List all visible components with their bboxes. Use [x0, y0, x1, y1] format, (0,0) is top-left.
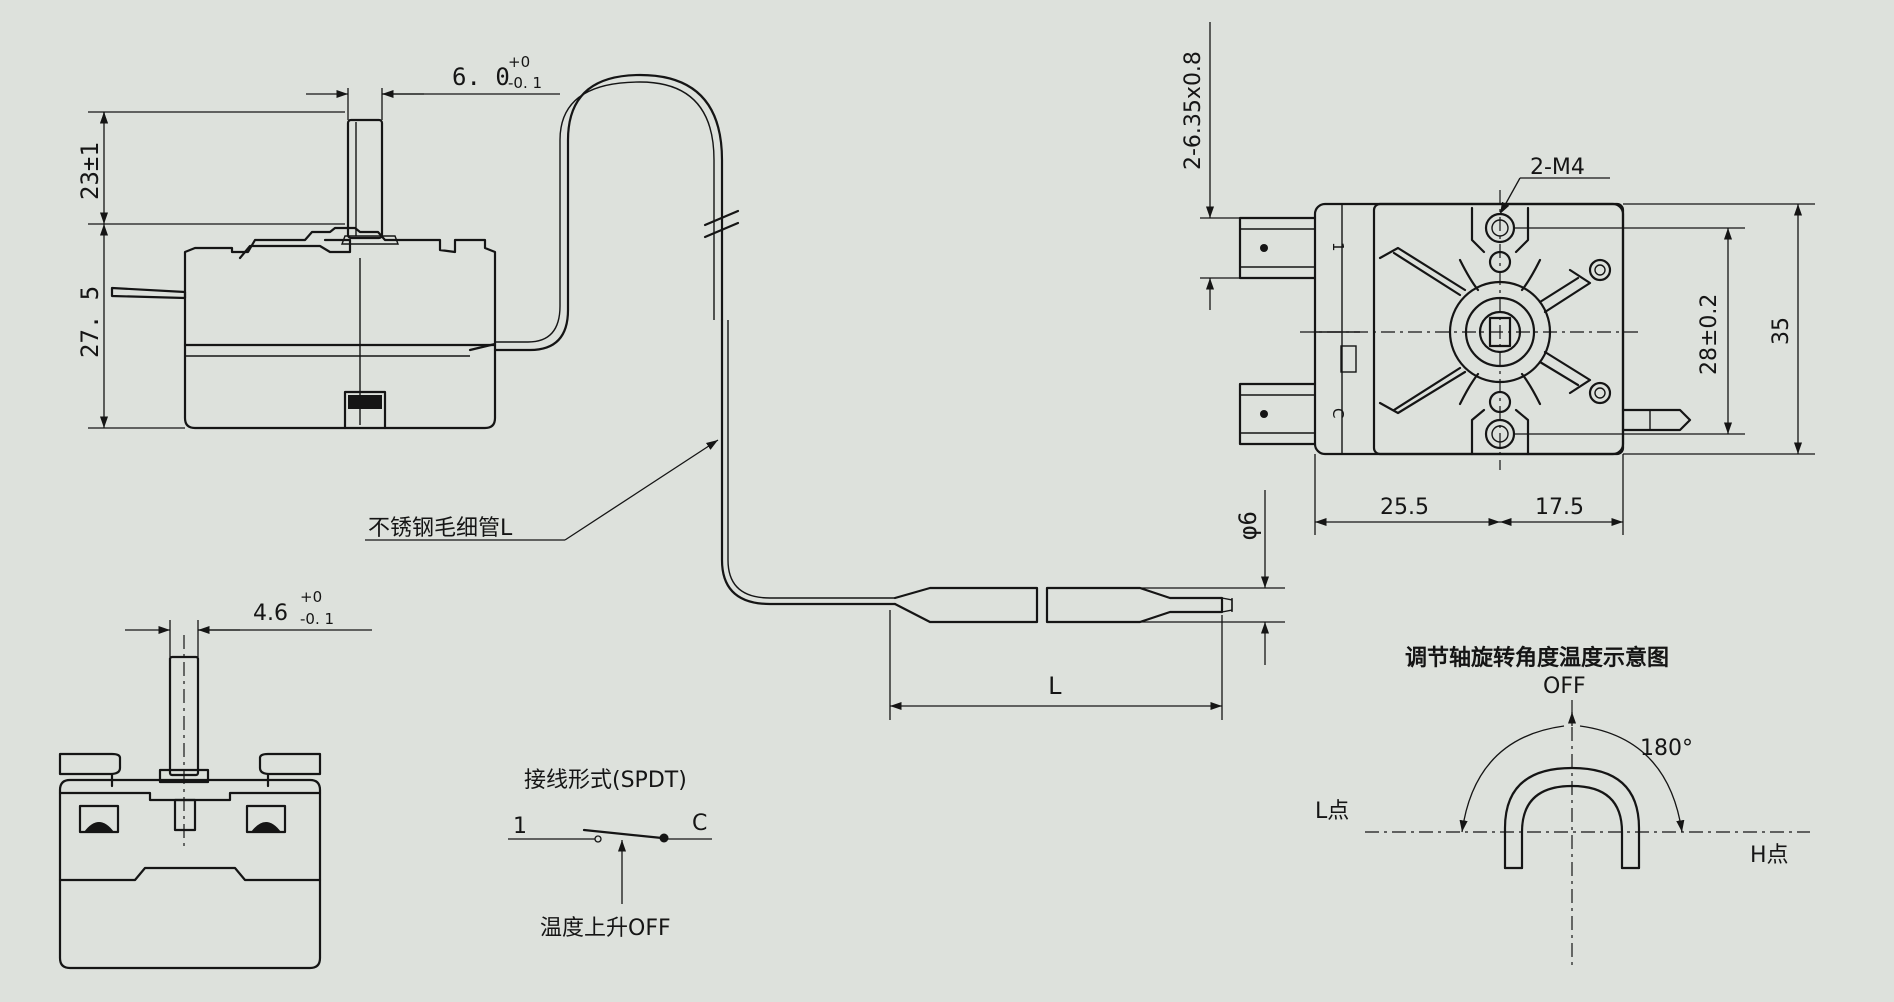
bulb-left — [893, 586, 1039, 624]
side-seam — [58, 866, 322, 882]
clip-bottom — [1470, 408, 1530, 456]
side-screw-left-head — [84, 822, 114, 832]
dim-shaft-height: 23±1 — [76, 142, 104, 200]
dim-shaft-width-side: 4.6 — [253, 601, 288, 626]
front-bushing — [340, 235, 400, 245]
rivet-inner — [1594, 387, 1606, 399]
l-point-label: L点 — [1315, 799, 1349, 824]
top-plate — [1372, 202, 1625, 456]
wiring-diagram: 接线形式(SPDT) 1 C 温度上升OFF — [508, 768, 712, 941]
hub-spokes — [1458, 258, 1542, 406]
dim-terminal-size: 2-6.35x0.8 — [1181, 51, 1206, 170]
front-bracket — [238, 238, 352, 260]
contact-blade — [582, 828, 664, 840]
rivet — [1588, 381, 1612, 405]
angle-label: 180° — [1640, 736, 1693, 761]
break-mark — [703, 221, 740, 239]
capillary-leader — [564, 439, 719, 541]
rivet-inner — [1594, 264, 1606, 276]
terminal-c-mark: C — [1329, 408, 1347, 418]
capillary-lower-outer — [720, 318, 897, 606]
contact-open — [594, 835, 602, 843]
side-body — [58, 778, 322, 970]
side-screw-right-head — [251, 822, 281, 832]
dim-leader — [1499, 177, 1521, 215]
front-slot — [343, 390, 387, 430]
break-mark — [703, 209, 740, 227]
terminal-c — [1238, 382, 1317, 446]
capillary-tube: φ6 L 不锈钢毛细管L — [365, 73, 1285, 720]
dim-tol-plus: +0 — [508, 53, 530, 71]
dim-bulb-length: L — [1048, 672, 1062, 700]
terminal-hole — [1260, 410, 1268, 418]
wiring-terminal-1: 1 — [513, 814, 527, 839]
capillary-label: 不锈钢毛细管L — [368, 516, 513, 541]
bracket-arms-outer — [1378, 246, 1467, 415]
capillary-lower-inner — [727, 320, 895, 599]
side-view: 4.6 +0 -0. 1 — [58, 588, 372, 970]
capillary-inner — [495, 81, 715, 343]
dim-mount-holes: 2-M4 — [1530, 155, 1585, 180]
bracket-arms — [1392, 251, 1580, 412]
front-terminal-pin — [110, 286, 187, 300]
dim-hole-spacing: 28±0.2 — [1697, 294, 1722, 375]
rotation-diagram: 调节轴旋转角度温度示意图 OFF 180° L点 H点 — [1315, 645, 1810, 965]
side-bracket-right — [258, 752, 322, 776]
contact-pivot — [659, 833, 669, 843]
side-bracket-legs — [110, 772, 270, 788]
off-label: OFF — [1543, 674, 1586, 699]
terminal-hole — [1260, 244, 1268, 252]
bulb-right — [1045, 586, 1224, 624]
bracket-arms-right — [1543, 268, 1592, 395]
dim-tol-minus: -0. 1 — [300, 610, 334, 628]
dim-right: 17.5 — [1535, 495, 1584, 520]
h-point-label: H点 — [1750, 843, 1789, 868]
front-body — [183, 226, 497, 430]
wiring-terminal-c: C — [692, 811, 707, 836]
top-slot — [1340, 345, 1357, 373]
top-body — [1313, 202, 1625, 456]
top-view: 1 C 2-6.35x — [1181, 22, 1815, 535]
terminal-1 — [1238, 216, 1317, 280]
wiring-note: 温度上升OFF — [540, 916, 671, 941]
dim-body-width: 35 — [1769, 317, 1794, 345]
side-shaft-lower — [173, 798, 197, 832]
front-view: 6. 0 +0 -0. 1 23±1 27. 5 — [76, 53, 560, 430]
dim-bulb-diameter: φ6 — [1234, 511, 1262, 540]
arc-right — [1579, 725, 1685, 833]
rotation-title: 调节轴旋转角度温度示意图 — [1405, 645, 1669, 671]
dim-body-height: 27. 5 — [76, 286, 104, 358]
terminal-1-mark: 1 — [1329, 242, 1347, 252]
capillary-outer — [493, 73, 724, 352]
wiring-title: 接线形式(SPDT) — [524, 768, 687, 793]
bulb-tip-cap — [1221, 597, 1233, 613]
capillary-exit — [468, 342, 497, 352]
front-slot-shadow — [348, 395, 382, 409]
clip-top — [1470, 206, 1530, 254]
dim-tol-minus: -0. 1 — [508, 74, 542, 92]
dim-shaft-width-front: 6. 0 — [452, 63, 510, 91]
rivet — [1588, 258, 1612, 282]
side-bracket-left — [58, 752, 122, 776]
dim-left: 25.5 — [1380, 495, 1429, 520]
front-shaft — [346, 118, 384, 240]
capillary-stub — [1621, 408, 1692, 432]
dim-tol-plus: +0 — [300, 588, 322, 606]
arc-left — [1459, 725, 1565, 833]
